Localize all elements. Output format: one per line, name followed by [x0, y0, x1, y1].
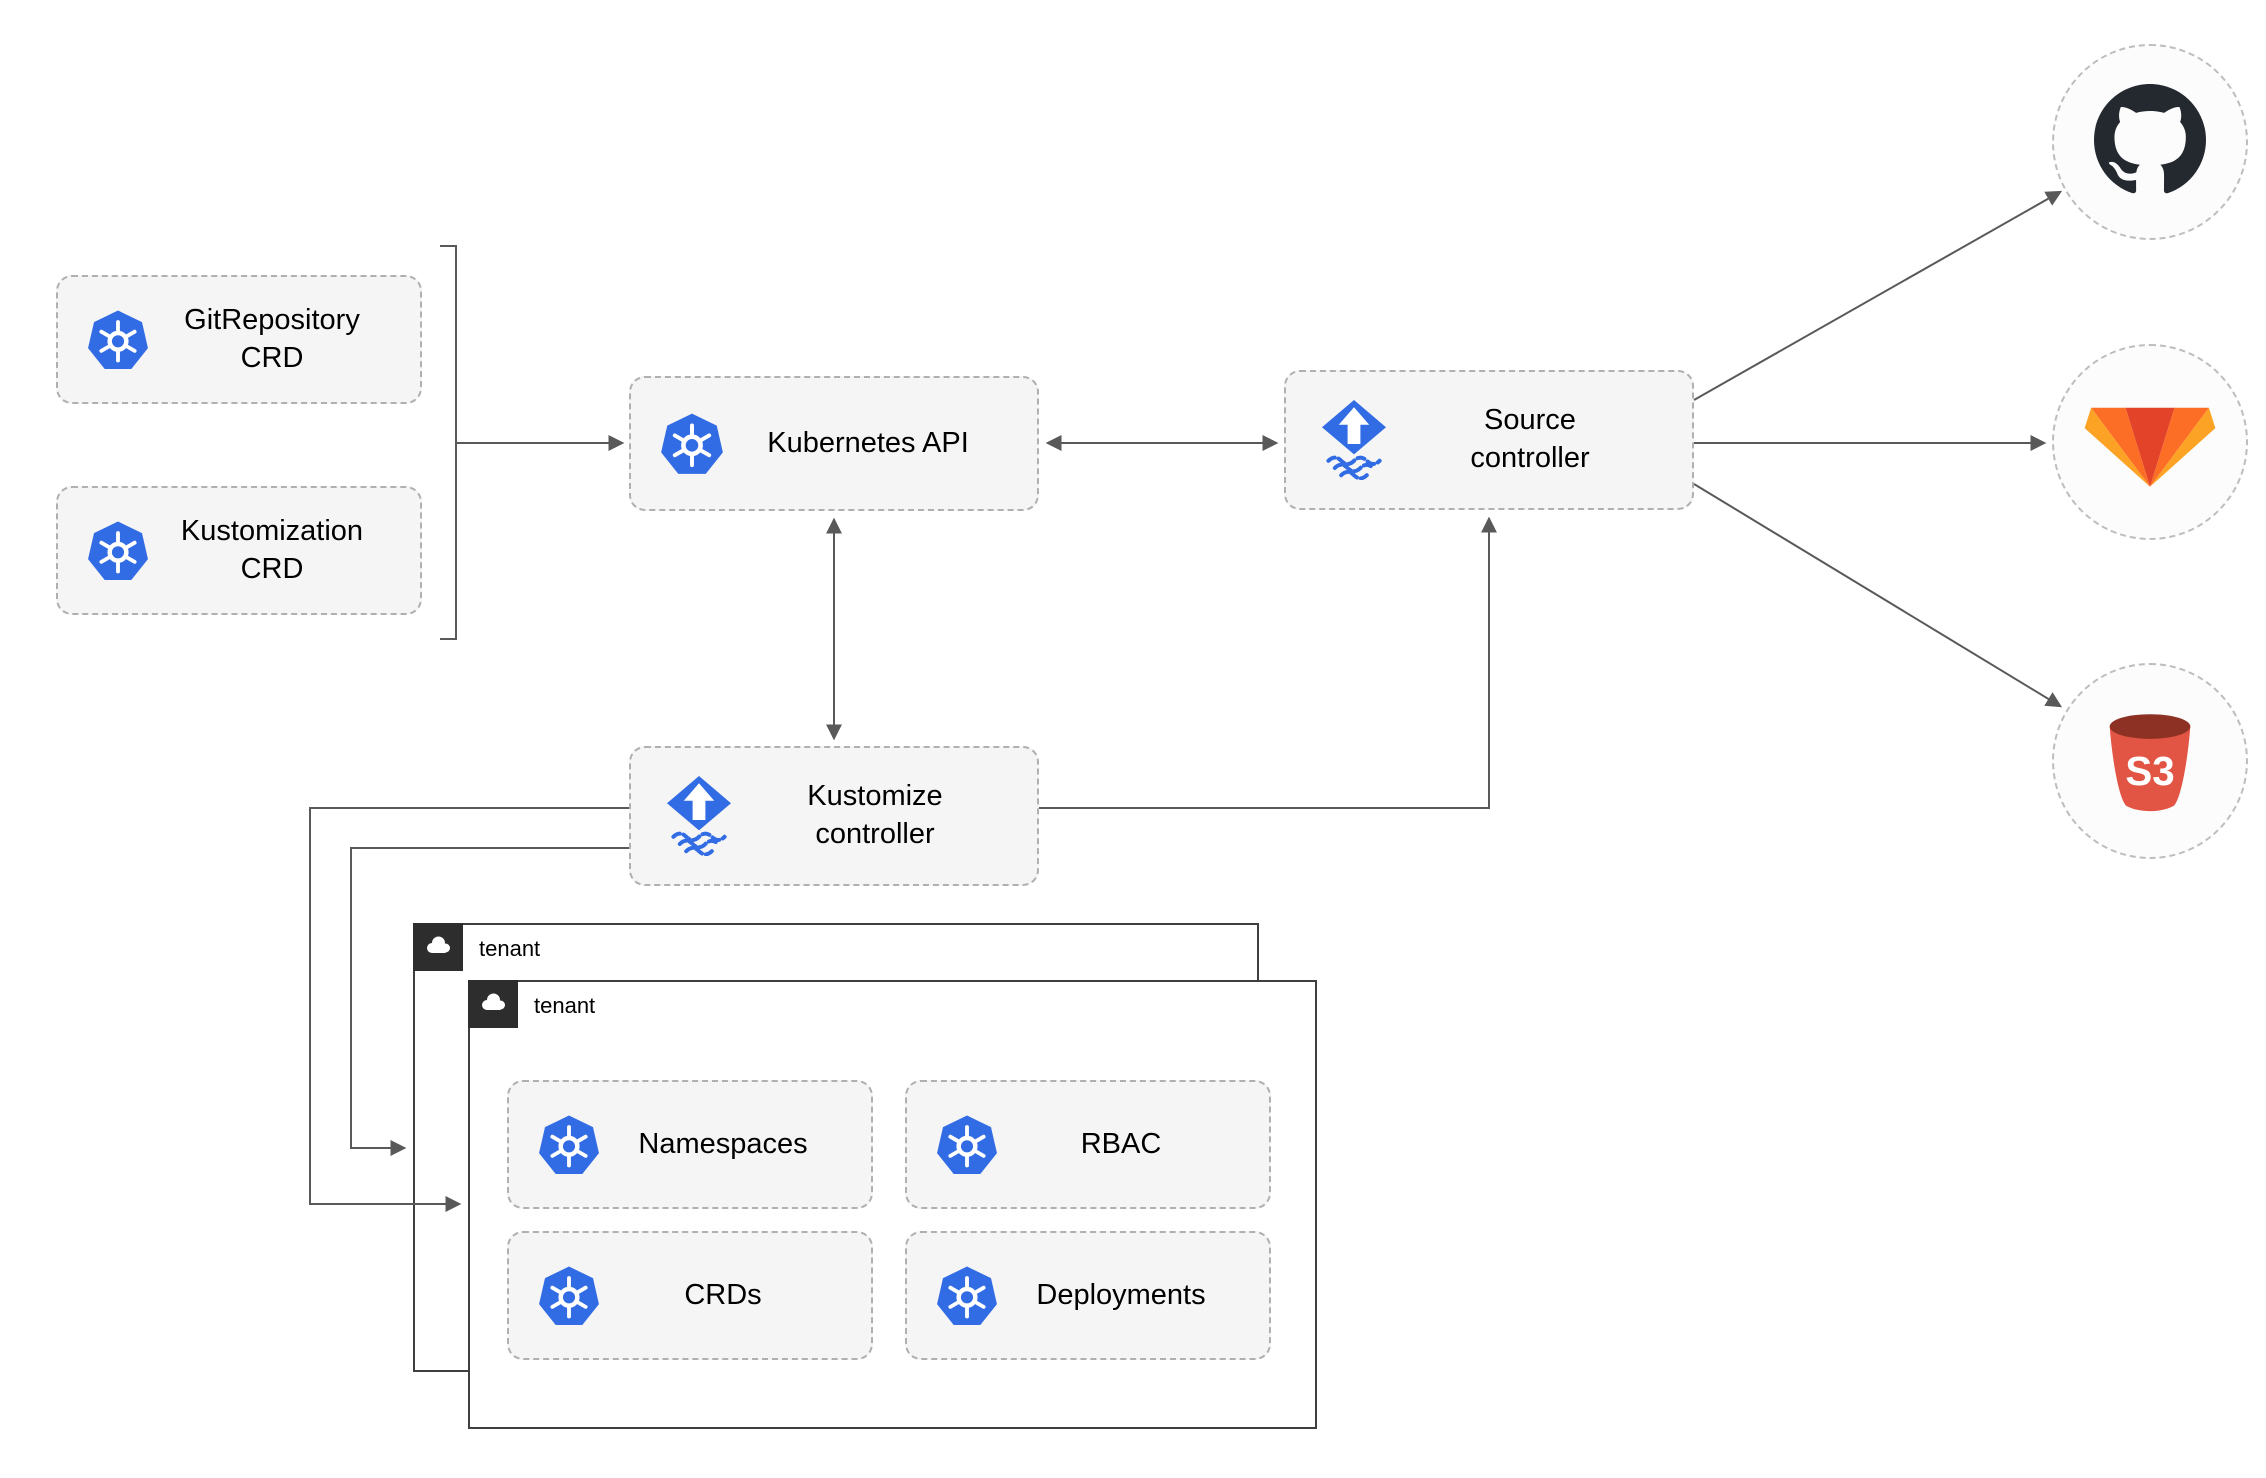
edge-kustomize-source — [1039, 516, 1497, 809]
node-kustomize-controller: Kustomize controller — [629, 746, 1039, 886]
node-source-controller: Source controller — [1284, 370, 1694, 510]
node-gitrepository-crd: GitRepository CRD — [56, 275, 422, 404]
kubernetes-icon — [537, 1264, 601, 1328]
node-kustomization-crd: Kustomization CRD — [56, 486, 422, 615]
flux-icon — [659, 776, 739, 856]
node-label: Namespaces — [638, 1127, 808, 1160]
tenant-tab — [468, 980, 518, 1028]
node-label: CRDs — [684, 1278, 762, 1311]
kubernetes-icon — [935, 1264, 999, 1328]
tenant-label: tenant — [479, 936, 541, 961]
node-kubernetes-api: Kubernetes API — [629, 376, 1039, 511]
crd-group-bracket — [440, 245, 457, 640]
node-label: Kubernetes API — [767, 426, 969, 459]
node-label: GitRepository CRD — [184, 303, 360, 374]
kubernetes-icon — [659, 411, 725, 477]
cloud-icon — [477, 990, 509, 1018]
external-gitlab — [2052, 344, 2248, 540]
node-label: Kustomization CRD — [180, 514, 364, 585]
node-label: Deployments — [1036, 1278, 1206, 1311]
node-deployments: Deployments — [905, 1231, 1271, 1360]
external-github — [2052, 44, 2248, 240]
edge-source-github — [1693, 190, 2063, 401]
kubernetes-icon — [537, 1113, 601, 1177]
kubernetes-icon — [935, 1113, 999, 1177]
node-rbac: RBAC — [905, 1080, 1271, 1209]
node-label: RBAC — [1080, 1127, 1162, 1160]
flux-icon — [1314, 400, 1394, 480]
node-crds: CRDs — [507, 1231, 873, 1360]
kubernetes-icon — [86, 519, 150, 583]
cloud-icon — [422, 933, 454, 961]
node-label: Kustomize controller — [807, 780, 943, 850]
s3-bucket-icon — [2094, 703, 2206, 820]
github-icon — [2094, 84, 2206, 201]
tenant-tab — [413, 923, 463, 971]
tenant-box-front: tenant Namespaces RBAC CRDs Deployments — [468, 980, 1317, 1429]
tenant-label: tenant — [534, 993, 596, 1018]
node-namespaces: Namespaces — [507, 1080, 873, 1209]
node-label: Source controller — [1470, 404, 1590, 474]
kubernetes-icon — [86, 308, 150, 372]
external-s3 — [2052, 663, 2248, 859]
edge-source-s3 — [1693, 483, 2063, 708]
gitlab-icon — [2084, 384, 2216, 501]
